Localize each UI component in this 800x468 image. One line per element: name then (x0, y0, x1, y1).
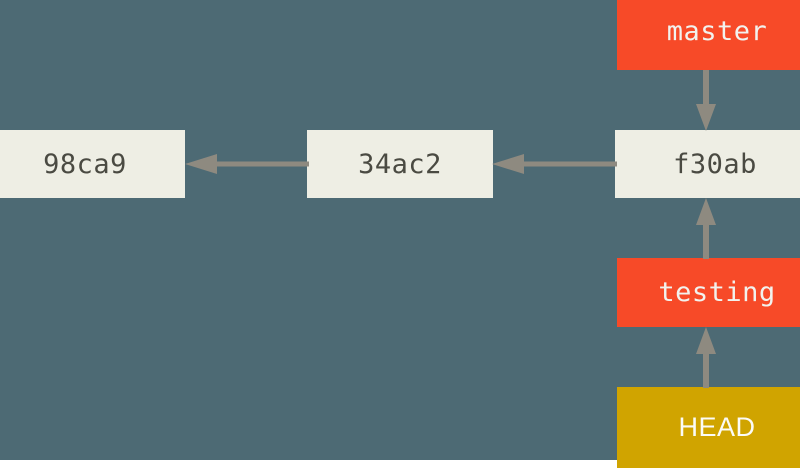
arrow-34ac2-to-98ca9 (185, 150, 309, 178)
arrow-f30ab-to-34ac2 (492, 150, 617, 178)
commit-node-98ca9[interactable]: 98ca9 (0, 130, 185, 198)
branch-node-master[interactable]: master (617, 0, 800, 70)
branch-node-testing[interactable]: testing (617, 258, 800, 327)
head-label: HEAD (678, 412, 756, 442)
branch-label: testing (658, 277, 776, 308)
commit-node-34ac2[interactable]: 34ac2 (307, 130, 493, 198)
commit-label: 98ca9 (43, 148, 127, 180)
arrow-head-to-testing (692, 327, 720, 388)
arrow-testing-to-f30ab (692, 198, 720, 259)
arrow-master-to-f30ab (692, 70, 720, 131)
head-node[interactable]: HEAD (617, 387, 800, 468)
commit-label: f30ab (673, 148, 757, 180)
commit-label: 34ac2 (358, 148, 442, 180)
commit-node-f30ab[interactable]: f30ab (615, 130, 800, 198)
branch-label: master (666, 15, 768, 47)
